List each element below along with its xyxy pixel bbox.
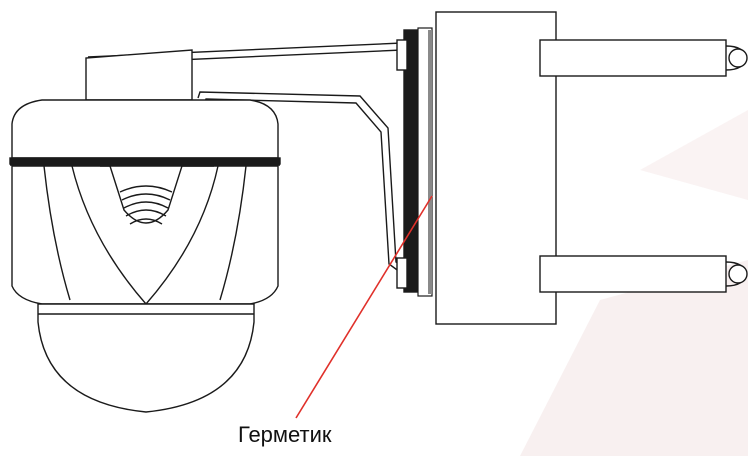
watermark-shape (520, 110, 748, 456)
pole-clamp-top (539, 39, 748, 77)
seal-strip (417, 27, 433, 297)
callout-label: Герметик (238, 422, 332, 447)
wall-bracket (435, 11, 557, 325)
pole-clamp-bottom (539, 255, 748, 293)
camera-dome (37, 303, 255, 413)
top-mount (85, 49, 193, 101)
callout-leader-line (295, 195, 433, 419)
mounting-plate (396, 29, 419, 293)
camera-body (9, 99, 281, 306)
